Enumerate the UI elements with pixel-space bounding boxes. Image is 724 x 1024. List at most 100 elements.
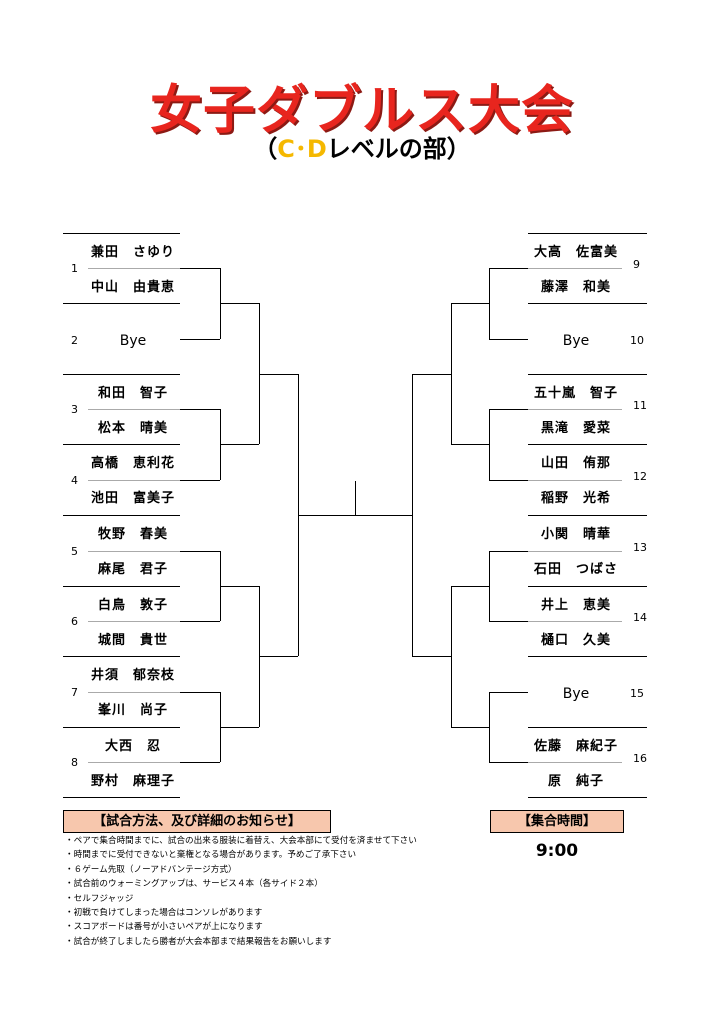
pair-number: 1 [71,262,78,275]
bracket-line [528,479,622,481]
bracket-line [489,268,528,269]
bracket-line [180,691,220,693]
player-name: 城間 貴世 [97,632,168,648]
info-notes: ・ペアで集合時間までに、試合の出来る服装に着替え、大会本部にて受付を済ませて下さ… [65,834,417,949]
bracket-line [180,550,220,552]
player-name: 石田 つばさ [533,562,618,578]
bracket-line [528,727,647,728]
bracket-line [528,303,647,304]
pair-number: 16 [633,752,647,765]
bracket-line [528,515,647,516]
note-item: ・スコアボードは番号が小さいペアが上になります [65,922,263,933]
pair-number: 6 [71,615,78,628]
player-name: 大高 佐富美 [533,244,618,260]
note-item: ・セルフジャッジ [65,893,134,904]
bracket-line [180,338,220,340]
bracket-line [451,585,489,587]
bracket-line [412,373,413,657]
pair-number: 13 [633,540,647,554]
player-name: 池田 富美子 [90,491,175,507]
player-name: Bye [562,685,590,702]
subtitle-level: C･D [277,135,327,163]
bracket-line [63,515,180,516]
bracket-line [88,621,180,622]
bracket-line [528,409,622,410]
pair-number: 11 [633,399,647,412]
player-name: 稲野 光希 [540,491,611,507]
schedule-header: 【集合時間】 [490,810,624,833]
bracket-line [88,479,180,481]
assembly-time: 9:00 [535,841,579,861]
player-name: 佐藤 麻紀子 [533,738,618,754]
bracket-line [63,797,180,798]
bracket-line [220,303,259,305]
bracket-line [63,303,180,304]
player-name: 原 純子 [547,773,604,789]
player-name: 和田 智子 [97,385,168,401]
player-name: 野村 麻理子 [90,773,175,789]
bracket-line [489,691,490,762]
bracket-line [355,481,356,515]
note-item: ・初戦で負けてしまった場合はコンソレがあります [65,908,263,919]
bracket-line [220,444,259,446]
bracket-line [451,303,452,445]
bracket-line [63,374,180,375]
bracket-line [88,268,180,269]
bracket-line [489,409,490,480]
note-item: ・時間までに受付できないと棄権となる場合があります。予めご了承下さい [65,850,357,861]
bracket-line [489,621,528,622]
pair-number: 8 [71,756,78,769]
bracket-line [88,762,180,763]
bracket-line [88,691,180,693]
bracket-line [528,656,647,657]
bracket-line [528,268,622,269]
player-name: 五十嵐 智子 [533,385,618,401]
bracket-line [63,233,180,234]
bracket-line [180,268,220,269]
player-name: 井上 恵美 [540,597,611,613]
bracket-line [220,726,259,728]
player-name: 小関 晴華 [540,526,611,542]
player-name: 白鳥 敦子 [97,597,168,613]
pair-number: 5 [71,544,78,558]
pair-number: 14 [633,611,647,624]
bracket-line [180,621,220,622]
bracket-line [412,656,451,658]
bracket-line [259,373,298,375]
pair-number: 4 [71,473,78,487]
note-item: ・ペアで集合時間までに、試合の出来る服装に着替え、大会本部にて受付を済ませて下さ… [65,836,417,846]
note-item: ・試合が終了しましたら勝者が大会本部まで結果報告をお願いします [65,936,332,947]
player-name: 兼田 さゆり [90,244,175,260]
bracket-line [528,762,622,763]
info-header: 【試合方法、及び詳細のお知らせ】 [63,810,331,833]
player-name: Bye [562,332,590,349]
bracket-line [451,726,489,728]
note-item: ・６ゲーム先取（ノーアドバンテージ方式） [65,864,237,875]
player-name: 高橋 恵利花 [90,455,175,471]
bracket-line [528,374,647,375]
bracket-line [489,550,490,621]
player-name: Bye [119,332,147,349]
player-name: 松本 晴美 [97,420,168,436]
page-subtitle: （C･Dレベルの部） [0,134,724,164]
bracket-line [63,656,180,657]
bracket-line [489,409,528,410]
player-name: 井須 郁奈枝 [90,667,175,683]
bracket-line [88,409,180,410]
bracket-line [88,550,180,552]
player-name: 大西 忍 [104,738,161,754]
bracket-line [451,444,489,446]
player-name: 藤澤 和美 [540,279,611,295]
bracket-line [489,762,528,763]
pair-number: 3 [71,403,78,416]
player-name: 中山 由貴恵 [90,279,175,295]
bracket-line [528,550,622,552]
bracket-line [451,303,489,305]
pair-number: 15 [630,686,644,700]
bracket-line [63,727,180,728]
bracket-line [528,797,647,798]
bracket-line [298,515,412,516]
player-name: 峯川 尚子 [97,703,168,719]
bracket-line [63,586,180,587]
bracket-line [259,656,298,658]
